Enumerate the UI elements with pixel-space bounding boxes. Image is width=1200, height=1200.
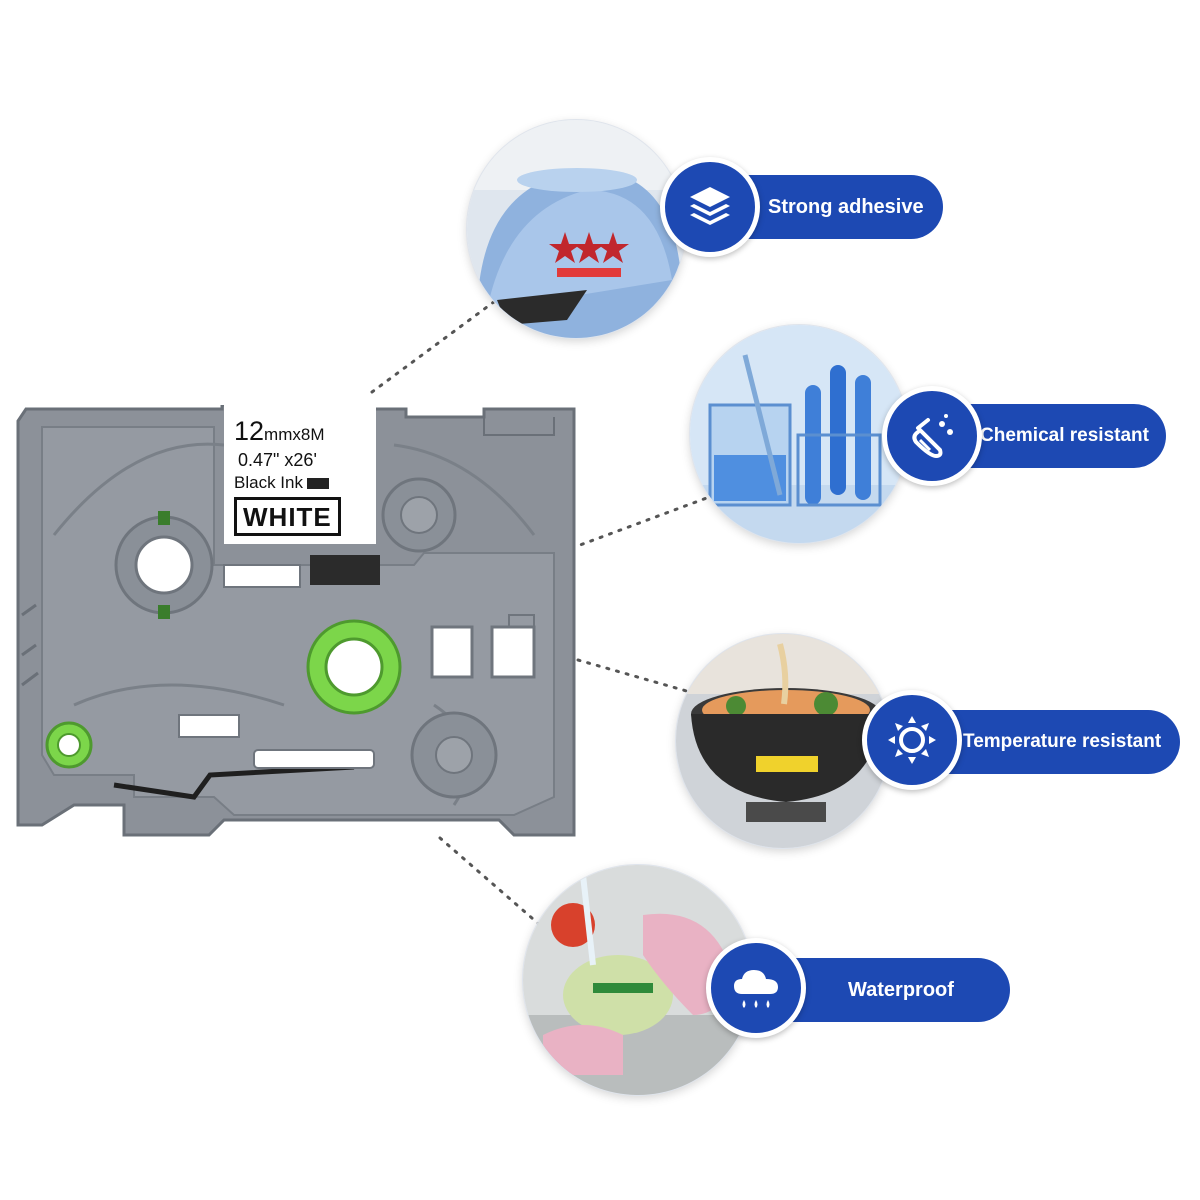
washing-dish-photo [523, 865, 753, 1095]
rain-cloud-icon [734, 970, 778, 1008]
cooking-pot-photo [676, 634, 890, 848]
feature-badge [882, 386, 982, 486]
feature-badge [660, 157, 760, 257]
feature-label: Chemical resistant [980, 425, 1149, 446]
ink-color: Black Ink [234, 473, 368, 493]
test-tube-icon [912, 414, 953, 459]
tape-size: 12mmx8M [234, 416, 325, 446]
feature-badge [706, 938, 806, 1038]
tape-color: WHITE [234, 497, 341, 536]
tape-dimensions-imperial: 0.47" x26' [238, 450, 317, 470]
tape-label: 12mmx8M 0.47" x26' Black Ink WHITE [224, 404, 376, 544]
label-tag-icon [306, 477, 329, 489]
lab-glassware-photo [690, 325, 908, 543]
tape-cartridge [16, 405, 576, 837]
sun-icon [888, 716, 936, 764]
hard-hat-photo [467, 120, 685, 338]
feature-label: Waterproof [848, 978, 954, 1001]
feature-label: Temperature resistant [963, 731, 1162, 752]
feature-label: Strong adhesive [768, 195, 924, 218]
feature-badge [862, 690, 962, 790]
layers-icon [690, 187, 730, 225]
